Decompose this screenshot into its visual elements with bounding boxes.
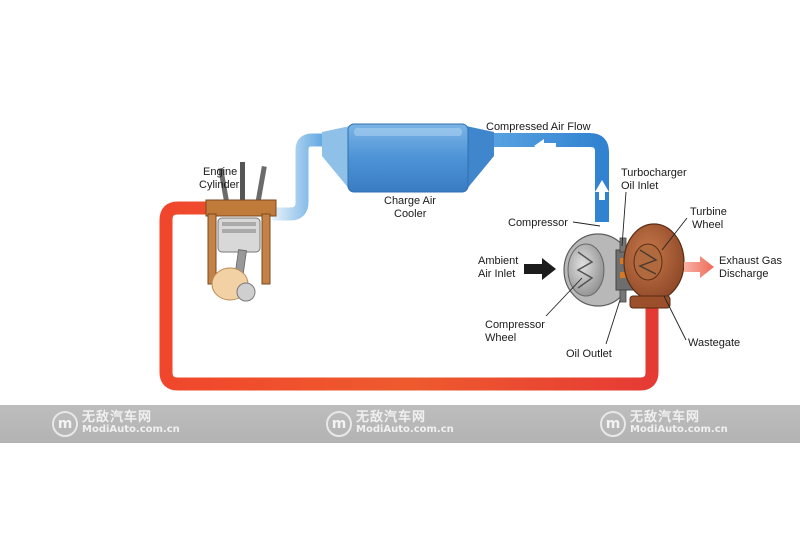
label-compressor: Compressor (508, 217, 568, 229)
watermark: m 无敌汽车网 ModiAuto.com.cn (326, 409, 454, 439)
watermark: m 无敌汽车网 ModiAuto.com.cn (52, 409, 180, 439)
label-exhaust-gas-discharge-1: Exhaust Gas (719, 255, 782, 267)
watermark-brand: 无敌汽车网 (82, 410, 153, 425)
exhaust-arrow-icon (684, 256, 714, 278)
label-engine-cylinder-1: Engine (203, 166, 237, 178)
ambient-air-arrow-icon (524, 258, 556, 280)
label-charge-air-cooler-2: Cooler (394, 208, 427, 220)
watermark-text: 无敌汽车网 ModiAuto.com.cn (356, 410, 454, 436)
watermark-url: ModiAuto.com.cn (356, 424, 454, 435)
watermark-logo-icon: m (52, 411, 78, 437)
label-turbine-wheel-1: Turbine (690, 206, 727, 218)
label-charge-air-cooler-1: Charge Air (384, 195, 436, 207)
watermark-logo-icon: m (326, 411, 352, 437)
label-compressed-air-flow: Compressed Air Flow (486, 121, 591, 133)
label-compressor-wheel-1: Compressor (485, 319, 545, 331)
watermark-text: 无敌汽车网 ModiAuto.com.cn (630, 410, 728, 436)
label-ambient-air-inlet-2: Air Inlet (478, 268, 515, 280)
watermark-url: ModiAuto.com.cn (630, 424, 728, 435)
watermark-brand: 无敌汽车网 (630, 410, 701, 425)
exhaust-pipe (159, 201, 659, 391)
label-compressor-wheel-2: Wheel (485, 332, 516, 344)
watermark-url: ModiAuto.com.cn (82, 424, 180, 435)
air-flow-up-arrow-icon (595, 180, 609, 200)
watermark: m 无敌汽车网 ModiAuto.com.cn (600, 409, 728, 439)
label-turbocharger-oil-inlet-1: Turbocharger (621, 167, 687, 179)
intake-pipe (272, 133, 609, 222)
label-ambient-air-inlet-1: Ambient (478, 255, 518, 267)
label-turbine-wheel-2: Wheel (692, 219, 723, 231)
watermark-text: 无敌汽车网 ModiAuto.com.cn (82, 410, 180, 436)
air-flow-left-arrow-icon (534, 139, 556, 153)
label-engine-cylinder-2: Cylinder (199, 179, 240, 191)
label-oil-outlet: Oil Outlet (566, 348, 612, 360)
watermark-brand: 无敌汽车网 (356, 410, 427, 425)
turbocharger (563, 223, 685, 309)
leader-lines (545, 191, 688, 345)
engine-cylinder (205, 162, 277, 302)
label-turbocharger-oil-inlet-2: Oil Inlet (621, 180, 658, 192)
label-exhaust-gas-discharge-2: Discharge (719, 268, 769, 280)
watermark-band (0, 405, 800, 443)
charge-air-cooler (322, 123, 494, 193)
watermark-logo-icon: m (600, 411, 626, 437)
label-wastegate: Wastegate (688, 337, 740, 349)
